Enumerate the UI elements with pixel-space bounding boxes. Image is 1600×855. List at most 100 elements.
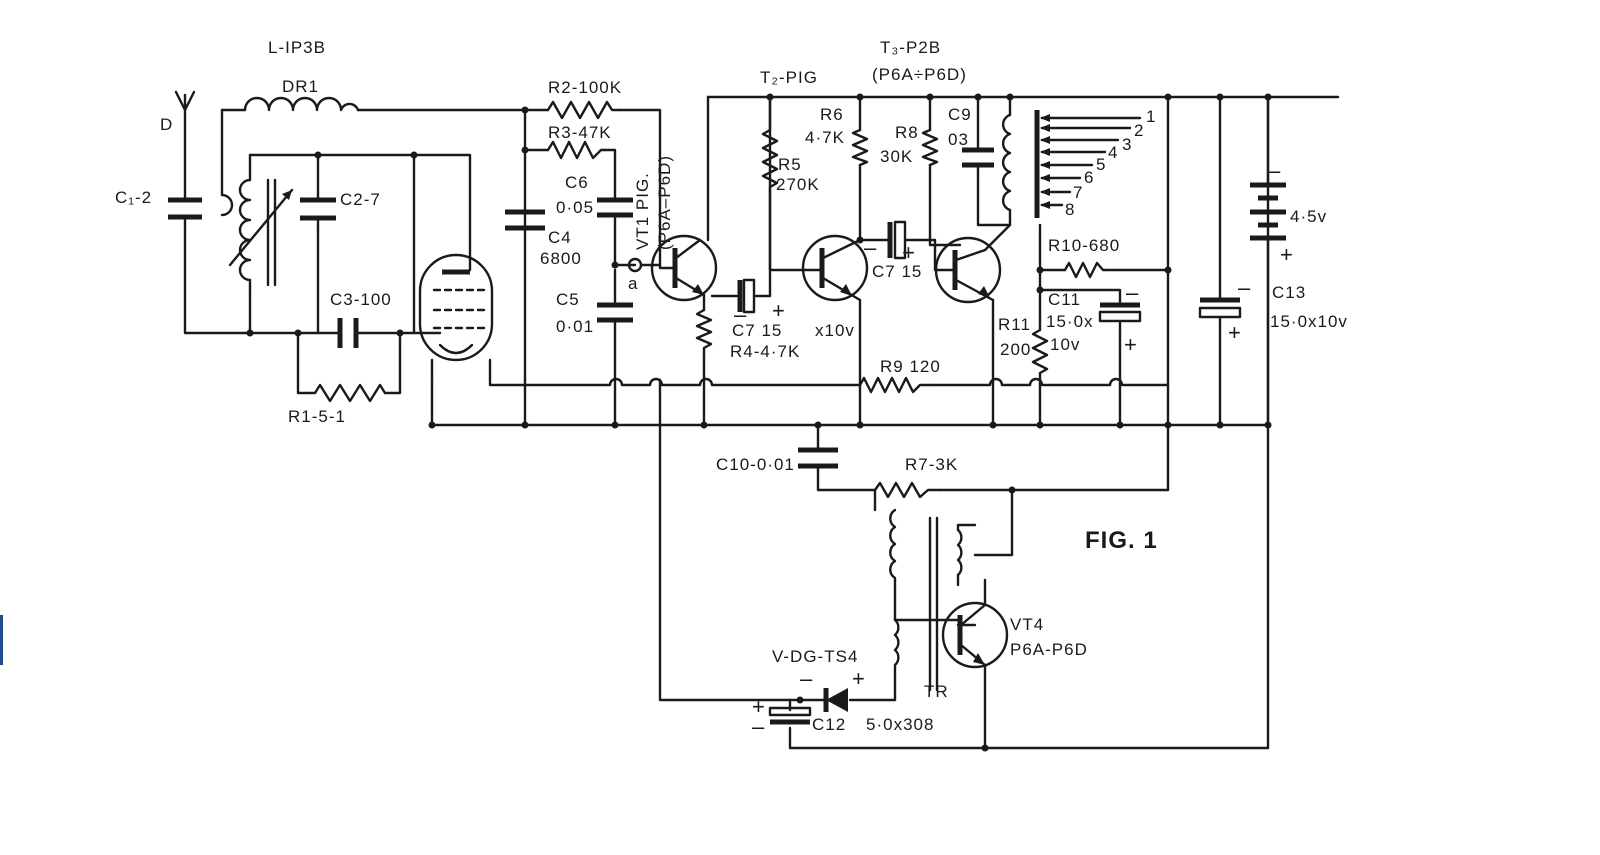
resistor-r2 <box>546 100 622 120</box>
label-diode: V-DG-TS4 <box>772 647 858 666</box>
polarity-minus-c11: – <box>1126 280 1139 305</box>
resistor-r9 <box>858 376 932 394</box>
capacitor-c13 <box>1198 297 1242 327</box>
label-r9: R9 120 <box>880 357 941 376</box>
label-t3-type: (P6A÷P6D) <box>872 65 967 84</box>
polarity-plus-battery: + <box>1280 242 1293 267</box>
transistor-vt1 <box>650 234 718 302</box>
variable-inductor-l <box>220 178 294 292</box>
label-t3: T₃-P2B <box>880 38 941 57</box>
labels: L-IP3B DR1 D C₁-2 C2-7 C3-100 R1-5-1 R2-… <box>115 38 1348 739</box>
capacitor-c2 <box>300 197 336 227</box>
capacitor-c9 <box>962 147 994 172</box>
capacitor-c12 <box>768 706 812 725</box>
label-t2: T₂-PIG <box>760 68 818 87</box>
tap-label-3: 3 <box>1122 135 1132 154</box>
resistor-r1 <box>313 383 387 403</box>
label-r8-value: 30K <box>880 147 913 166</box>
label-c11-name: C11 <box>1048 290 1081 309</box>
polarity-minus-battery: – <box>1268 158 1281 183</box>
tapped-transformer-coil <box>1001 110 1040 218</box>
capacitor-c7-middle <box>887 220 920 260</box>
label-c9-name: C9 <box>948 105 972 124</box>
transistor-vt2 <box>801 234 869 302</box>
label-vt1-name: VT1 PIG. <box>633 172 652 250</box>
label-r6-name: R6 <box>820 105 844 124</box>
label-r7: R7-3K <box>905 455 958 474</box>
capacitor-c6 <box>597 197 633 227</box>
label-c13-value: 15·0x10v <box>1270 312 1348 331</box>
label-tr: TR <box>924 682 949 701</box>
label-vt1-type: (P6A–P6D) <box>655 155 674 250</box>
resistor-r4 <box>695 308 713 357</box>
label-c7-middle: C7 15 <box>872 262 922 281</box>
choke-dr1 <box>243 96 360 112</box>
label-dr1: DR1 <box>282 77 319 96</box>
label-battery: 4·5v <box>1290 207 1327 226</box>
resistor-r11 <box>1031 328 1049 382</box>
tap-label-8: 8 <box>1065 200 1075 219</box>
resistor-r7 <box>873 481 942 499</box>
diode-v-dg-ts4 <box>823 688 848 712</box>
label-r8-name: R8 <box>895 123 919 142</box>
label-tap-a: a <box>628 274 638 293</box>
label-r11-name: R11 <box>998 315 1031 334</box>
transistor-vt4 <box>941 601 1009 669</box>
label-r3: R3-47K <box>548 123 612 142</box>
coil-tap-arrows <box>1040 114 1142 209</box>
battery-4-5v <box>1250 95 1286 427</box>
tap-label-6: 6 <box>1084 168 1094 187</box>
label-c5-value: 0·01 <box>556 317 594 336</box>
wiring <box>174 90 1340 750</box>
polarity-minus-c12: – <box>752 714 765 739</box>
label-c6-name: C6 <box>565 173 589 192</box>
label-c12: C12 <box>812 715 846 734</box>
capacitor-c4 <box>505 209 545 231</box>
tap-point-a <box>627 257 662 273</box>
resistor-r8 <box>921 128 939 167</box>
label-r6-value: 4·7K <box>805 128 845 147</box>
junction-dots <box>246 93 1272 752</box>
capacitor-c3 <box>337 318 367 348</box>
label-c10: C10-0·01 <box>716 455 795 474</box>
left-edge-strip <box>0 615 3 665</box>
polarity-plus-c13: + <box>1228 320 1241 345</box>
label-c11-voltage: 10v <box>1050 335 1080 354</box>
capacitor-c5 <box>597 302 633 332</box>
polarity-plus-diode: + <box>852 666 865 691</box>
polarity-plus-c12: + <box>752 694 765 719</box>
polarity-minus-c7-lower: – <box>734 302 747 327</box>
polarity-plus-c7-lower: + <box>772 298 785 323</box>
tap-label-1: 1 <box>1146 107 1156 126</box>
label-c6-value: 0·05 <box>556 198 594 217</box>
tap-label-7: 7 <box>1073 183 1083 202</box>
capacitor-c10 <box>798 447 838 472</box>
label-r11-value: 200 <box>1000 340 1031 359</box>
tap-label-5: 5 <box>1096 155 1106 174</box>
label-c12-value: 5·0x308 <box>866 715 934 734</box>
capacitor-c11 <box>1098 302 1142 332</box>
label-vt4-type: P6A-P6D <box>1010 640 1088 659</box>
label-x10v: x10v <box>815 321 855 340</box>
label-c5-name: C5 <box>556 290 580 309</box>
label-antenna-d: D <box>160 115 173 134</box>
label-c9-value: 03 <box>948 130 969 149</box>
label-c4-value: 6800 <box>540 249 582 268</box>
label-c1: C₁-2 <box>115 188 152 207</box>
label-c2: C2-7 <box>340 190 381 209</box>
polarity-minus-c13: – <box>1238 275 1251 300</box>
tap-label-2: 2 <box>1134 121 1144 140</box>
resistor-r5 <box>761 128 779 202</box>
polarity-minus-diode: – <box>800 666 813 691</box>
vacuum-tube <box>418 253 494 382</box>
label-c4-name: C4 <box>548 228 572 247</box>
label-r5-value: 270K <box>776 175 820 194</box>
label-c3: C3-100 <box>330 290 392 309</box>
polarity-plus-c11: + <box>1124 332 1137 357</box>
label-r5-name: R5 <box>778 155 802 174</box>
resistor-r3 <box>546 140 607 160</box>
label-r10: R10-680 <box>1048 236 1120 255</box>
label-vt4-name: VT4 <box>1010 615 1044 634</box>
polarity-plus-c7-middle: + <box>902 240 915 265</box>
